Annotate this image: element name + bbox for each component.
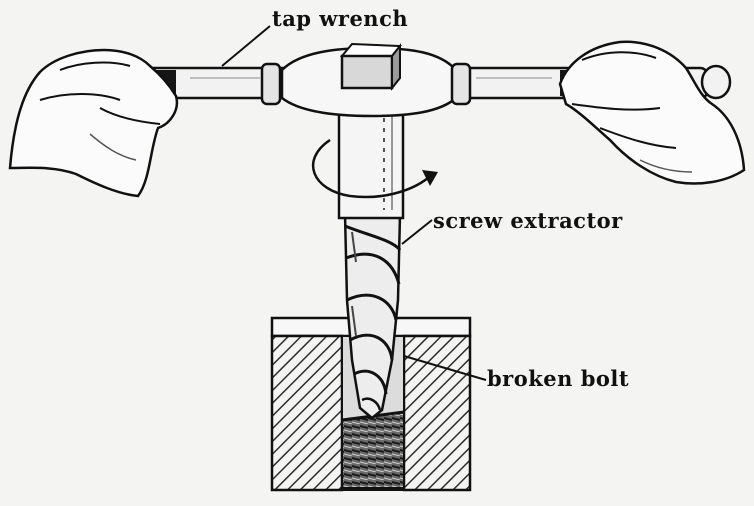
leader-lines <box>221 25 487 381</box>
screw-extractor <box>343 212 402 420</box>
rotation-arrow <box>311 138 438 199</box>
left-hand <box>8 48 179 198</box>
extractor-shank <box>337 98 405 220</box>
tap-wrench-label: tap wrench <box>272 6 409 31</box>
right-hand <box>558 40 746 185</box>
screw-extractor-leader <box>401 219 433 245</box>
broken-bolt-label: broken bolt <box>487 366 630 391</box>
screw-extractor-label: screw extractor <box>433 208 623 233</box>
broken-bolt-leader <box>403 355 487 381</box>
tap-wrench-leader <box>221 25 271 67</box>
broken-bolt <box>341 410 405 489</box>
